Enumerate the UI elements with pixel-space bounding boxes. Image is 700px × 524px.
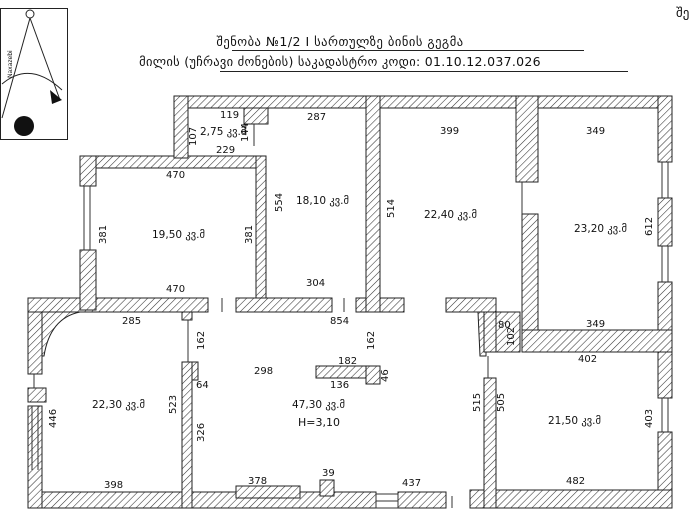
- windows: [31, 162, 669, 509]
- area-room-5: 19,50 კვ.მ: [152, 229, 205, 241]
- dim-381-right: 381: [244, 225, 255, 244]
- dim-229: 229: [216, 145, 235, 156]
- dim-381-left: 381: [98, 225, 109, 244]
- ceiling-height: H=3,10: [298, 416, 340, 429]
- dim-326: 326: [196, 423, 207, 442]
- dim-437: 437: [402, 478, 421, 489]
- dim-287: 287: [307, 112, 326, 123]
- dim-285: 285: [122, 316, 141, 327]
- dim-515: 515: [472, 393, 483, 412]
- dim-182: 182: [338, 356, 357, 367]
- dim-470-top: 470: [166, 170, 185, 181]
- area-room-1: 2,75 კვ.მ: [200, 126, 246, 138]
- dim-46: 46: [380, 369, 391, 382]
- dim-612: 612: [644, 217, 655, 236]
- dim-505: 505: [496, 393, 507, 412]
- dim-102: 102: [506, 327, 517, 346]
- dim-399: 399: [440, 126, 459, 137]
- dim-349-top: 349: [586, 126, 605, 137]
- logo-text: Naxazebi: [7, 50, 14, 78]
- walls: [27, 95, 673, 509]
- dim-446: 446: [48, 409, 59, 428]
- dim-162-right: 162: [366, 331, 377, 350]
- dim-523: 523: [168, 395, 179, 414]
- title-underline: [232, 50, 584, 51]
- dim-80: 80: [498, 320, 511, 331]
- area-room-2: 18,10 კვ.მ: [296, 195, 349, 207]
- area-room-3: 22,40 კვ.მ: [424, 209, 477, 221]
- dim-470-bottom: 470: [166, 284, 185, 295]
- door-marks: [33, 124, 523, 508]
- dim-349-bottom: 349: [586, 319, 605, 330]
- dim-64: 64: [196, 380, 209, 391]
- dim-162-left: 162: [196, 331, 207, 350]
- dim-403: 403: [644, 409, 655, 428]
- dim-304: 304: [306, 278, 325, 289]
- dim-378: 378: [248, 476, 267, 487]
- area-room-7: 47,30 კვ.მ: [292, 399, 345, 411]
- dimensions: 119 107 144 229 287 399 349 470 554 514 …: [48, 110, 655, 491]
- room-areas: 2,75 კვ.მ 18,10 კვ.მ 22,40 კვ.მ 23,20 კვ…: [92, 126, 627, 429]
- area-room-8: 21,50 კვ.მ: [548, 415, 601, 427]
- dim-398: 398: [104, 480, 123, 491]
- dim-514: 514: [386, 199, 397, 218]
- dim-136: 136: [330, 380, 349, 391]
- company-logo: Naxazebi: [0, 8, 68, 140]
- dim-854: 854: [330, 316, 349, 327]
- area-room-4: 23,20 კვ.მ: [574, 223, 627, 235]
- sheet-corner-label: შე: [676, 6, 690, 21]
- dim-298: 298: [254, 366, 273, 377]
- area-room-6: 22,30 კვ.მ: [92, 399, 145, 411]
- dim-119: 119: [220, 110, 239, 121]
- dim-554: 554: [274, 193, 285, 212]
- dim-482: 482: [566, 476, 585, 487]
- plan-title: შენობა №1/2 I სართულზე ბინის გეგმა: [216, 34, 464, 49]
- dim-144: 144: [240, 123, 251, 142]
- plan-subtitle: მილის (უჩრავი ძონების) საკადასტრო კოდი: …: [139, 54, 541, 69]
- subtitle-underline: [220, 71, 628, 72]
- dim-402: 402: [578, 354, 597, 365]
- dim-39: 39: [322, 468, 335, 479]
- dim-107: 107: [188, 127, 199, 146]
